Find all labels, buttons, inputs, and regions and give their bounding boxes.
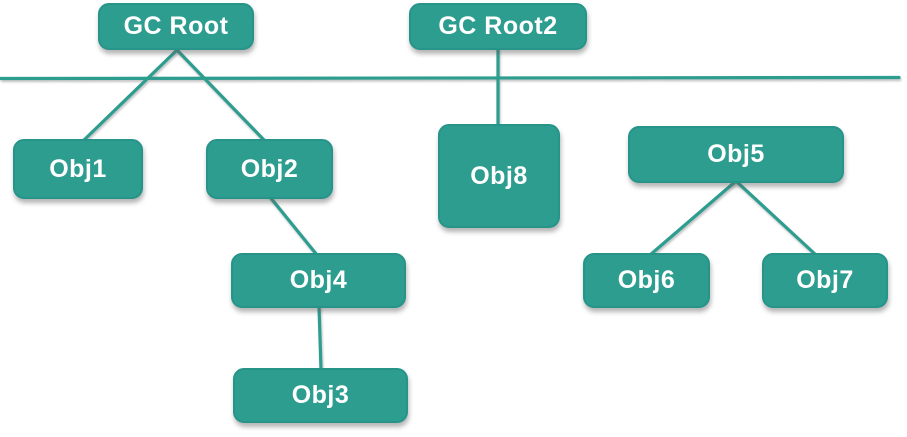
node-obj3: Obj3 (233, 368, 408, 423)
node-obj4: Obj4 (231, 253, 406, 308)
node-obj1: Obj1 (13, 139, 143, 199)
node-gc-root-label: GC Root (123, 12, 229, 40)
node-gc-root: GC Root (98, 3, 254, 50)
node-obj8-label: Obj8 (470, 161, 528, 190)
node-obj4-label: Obj4 (289, 266, 348, 294)
node-obj5-label: Obj5 (707, 140, 765, 168)
edge-gcroot-obj2 (175, 48, 266, 142)
node-obj8: Obj8 (438, 124, 560, 228)
node-obj5: Obj5 (628, 126, 844, 183)
edge-obj2-obj4 (268, 195, 319, 257)
edge-obj5-obj7 (734, 179, 818, 257)
node-obj1-label: Obj1 (49, 154, 107, 183)
edge-obj5-obj6 (648, 179, 738, 257)
edge-obj4-obj3 (317, 304, 323, 372)
horizontal-divider-line (0, 75, 901, 81)
node-obj7-label: Obj7 (796, 266, 854, 294)
node-obj7: Obj7 (762, 253, 888, 308)
node-gc-root2: GC Root2 (409, 3, 587, 50)
node-obj6: Obj6 (583, 253, 710, 308)
node-gc-root2-label: GC Root2 (438, 12, 558, 40)
node-obj3-label: Obj3 (291, 381, 350, 409)
node-obj2: Obj2 (206, 139, 333, 199)
node-obj2-label: Obj2 (240, 154, 299, 183)
edge-gcroot-obj1 (82, 48, 179, 142)
node-obj6-label: Obj6 (617, 266, 676, 294)
